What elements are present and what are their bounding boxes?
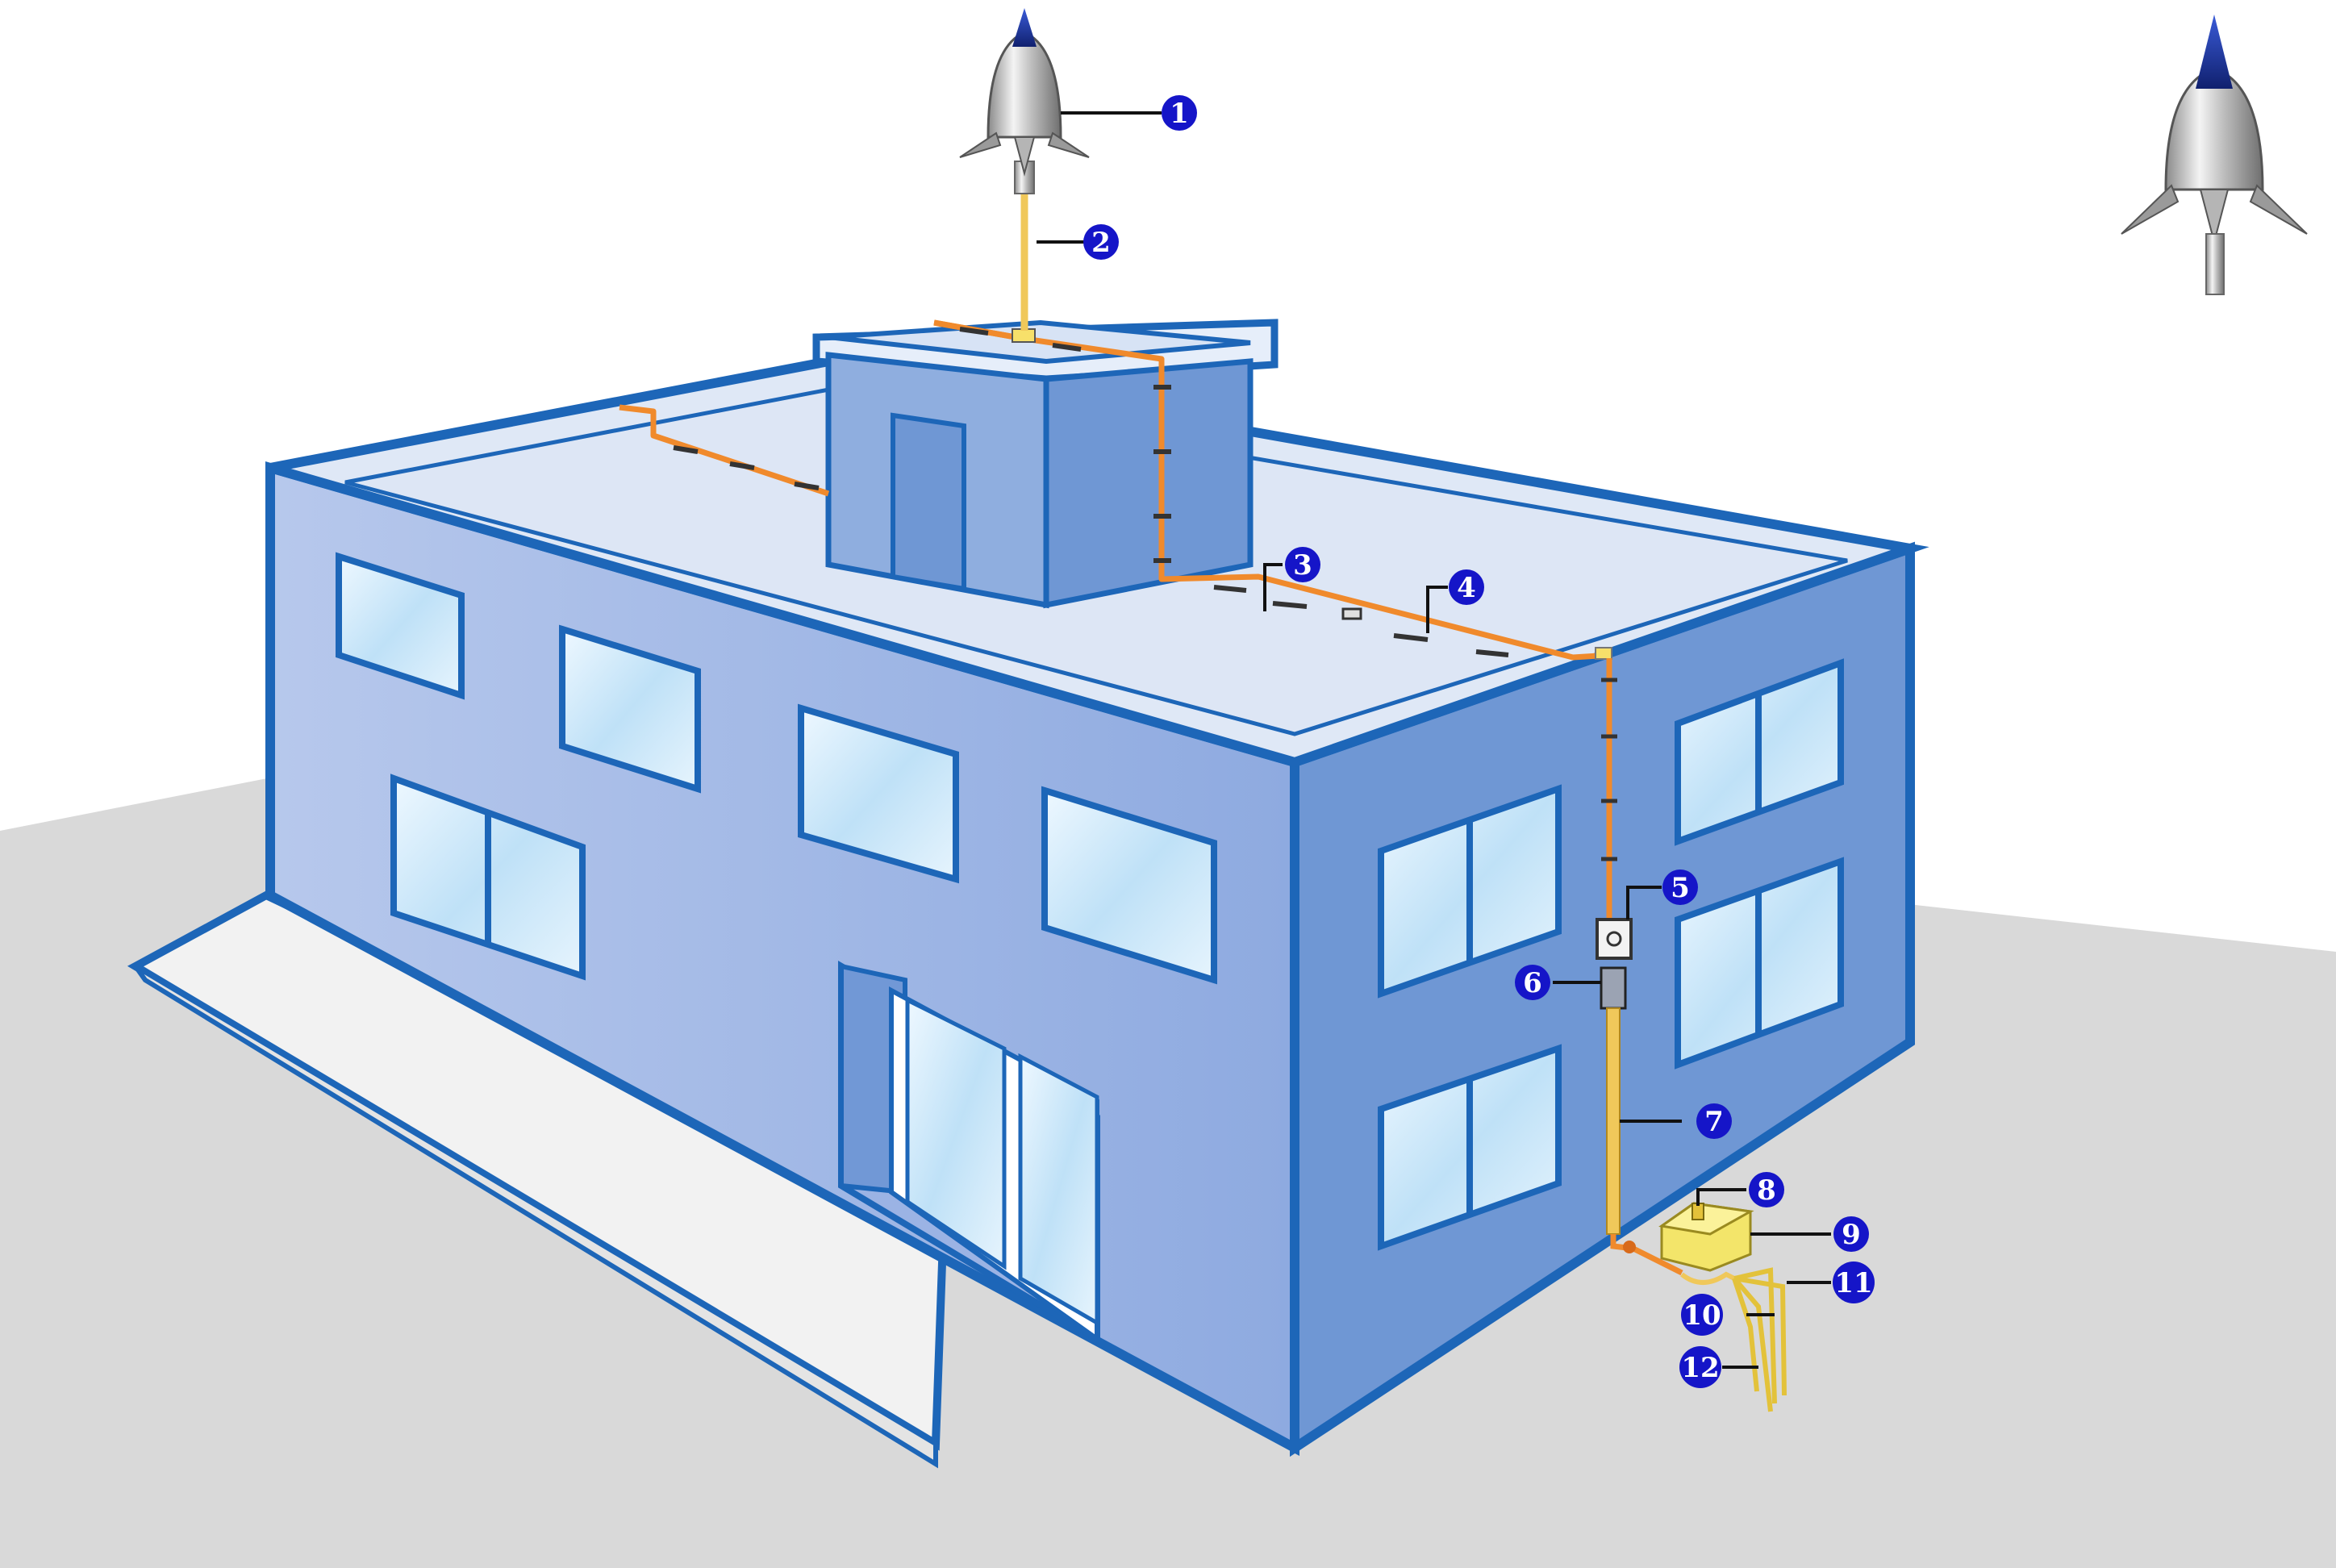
callout-9: 9 — [1833, 1216, 1869, 1252]
callout-4: 4 — [1449, 569, 1484, 605]
lightning-counter-box — [1596, 918, 1633, 960]
lightning-rod-icon — [959, 8, 1090, 331]
downlead-tube — [1606, 1007, 1621, 1235]
callout-12: 12 — [1679, 1346, 1721, 1388]
svg-text:1: 1 — [1170, 98, 1189, 130]
callout-10: 10 — [1681, 1294, 1723, 1336]
callout-2: 2 — [1083, 224, 1119, 260]
svg-text:4: 4 — [1457, 572, 1476, 604]
rod-base-plate — [1012, 328, 1036, 343]
svg-text:12: 12 — [1681, 1352, 1719, 1384]
svg-text:9: 9 — [1842, 1219, 1861, 1251]
side-down-conductor — [1596, 658, 1683, 1276]
callout-11: 11 — [1833, 1261, 1875, 1303]
entrance-door-glass — [905, 996, 1007, 1270]
svg-text:11: 11 — [1834, 1267, 1872, 1299]
lightning-rod-detail-icon — [2121, 15, 2308, 295]
earth-electrode-icon — [1733, 1267, 1777, 1404]
rooftop-structure — [812, 319, 1279, 609]
callout-8: 8 — [1749, 1172, 1784, 1207]
callout-7: 7 — [1696, 1103, 1732, 1139]
svg-text:7: 7 — [1704, 1106, 1724, 1138]
earthing-system — [1658, 1202, 1787, 1412]
callout-6: 6 — [1515, 965, 1550, 1000]
svg-text:3: 3 — [1293, 549, 1312, 582]
front-windows — [336, 552, 1217, 985]
svg-text:8: 8 — [1757, 1174, 1776, 1207]
entrance-block — [838, 960, 1100, 1345]
callout-leaders — [1037, 111, 1831, 1369]
roof-corner-bracket — [1595, 647, 1612, 660]
callout-1: 1 — [1162, 95, 1197, 131]
callout-3: 3 — [1285, 547, 1320, 582]
svg-text:5: 5 — [1671, 872, 1690, 904]
callout-5: 5 — [1662, 869, 1698, 905]
rooftop-door — [891, 412, 966, 592]
svg-text:10: 10 — [1683, 1299, 1721, 1332]
svg-text:2: 2 — [1091, 227, 1111, 259]
side-windows — [1378, 658, 1844, 1251]
conductor-clips — [673, 327, 1509, 657]
test-joint-box — [1600, 966, 1627, 1010]
svg-text:6: 6 — [1523, 967, 1542, 999]
roof-junction-box — [1341, 607, 1362, 620]
